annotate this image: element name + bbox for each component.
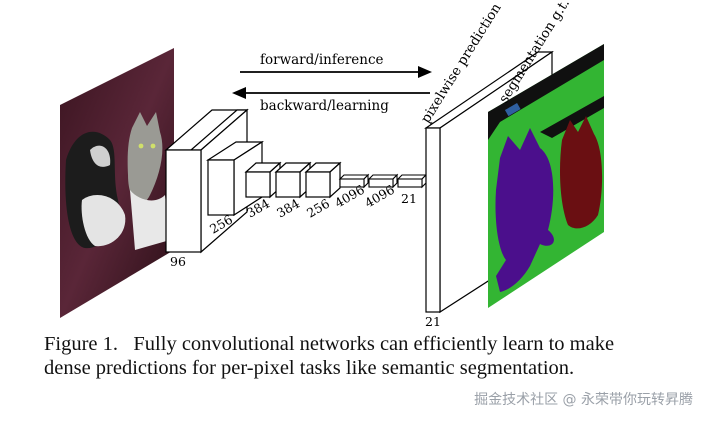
forward-arrow <box>240 66 432 78</box>
conv-layer-4 <box>274 161 312 199</box>
fc-layer-6 <box>338 173 370 189</box>
conv-layer-3 <box>244 161 282 199</box>
input-image <box>60 48 174 318</box>
layer-label: 384 <box>274 196 302 221</box>
conv-layer-5 <box>304 161 342 199</box>
output-channels-label: 21 <box>425 314 441 329</box>
fcn-diagram: forward/inference backward/learning 96 2… <box>60 0 604 329</box>
layer-label: 256 <box>304 196 332 221</box>
layer-label: 96 <box>170 254 186 269</box>
backward-arrow <box>232 87 430 99</box>
caption-text: Fully convolutional networks can efficie… <box>44 333 615 379</box>
caption-label: Figure 1. <box>44 333 119 355</box>
watermark: 掘金技术社区 @ 永荣带你玩转昇腾 <box>474 392 693 408</box>
figure-caption: Figure 1. Fully convolutional networks c… <box>44 332 644 380</box>
backward-label: backward/learning <box>260 98 389 114</box>
fc-layer-7 <box>367 173 399 189</box>
layer-label: 21 <box>401 191 417 206</box>
forward-label: forward/inference <box>260 52 384 68</box>
segmentation-gt-image <box>488 44 604 308</box>
fc-layer-8 <box>396 173 428 189</box>
